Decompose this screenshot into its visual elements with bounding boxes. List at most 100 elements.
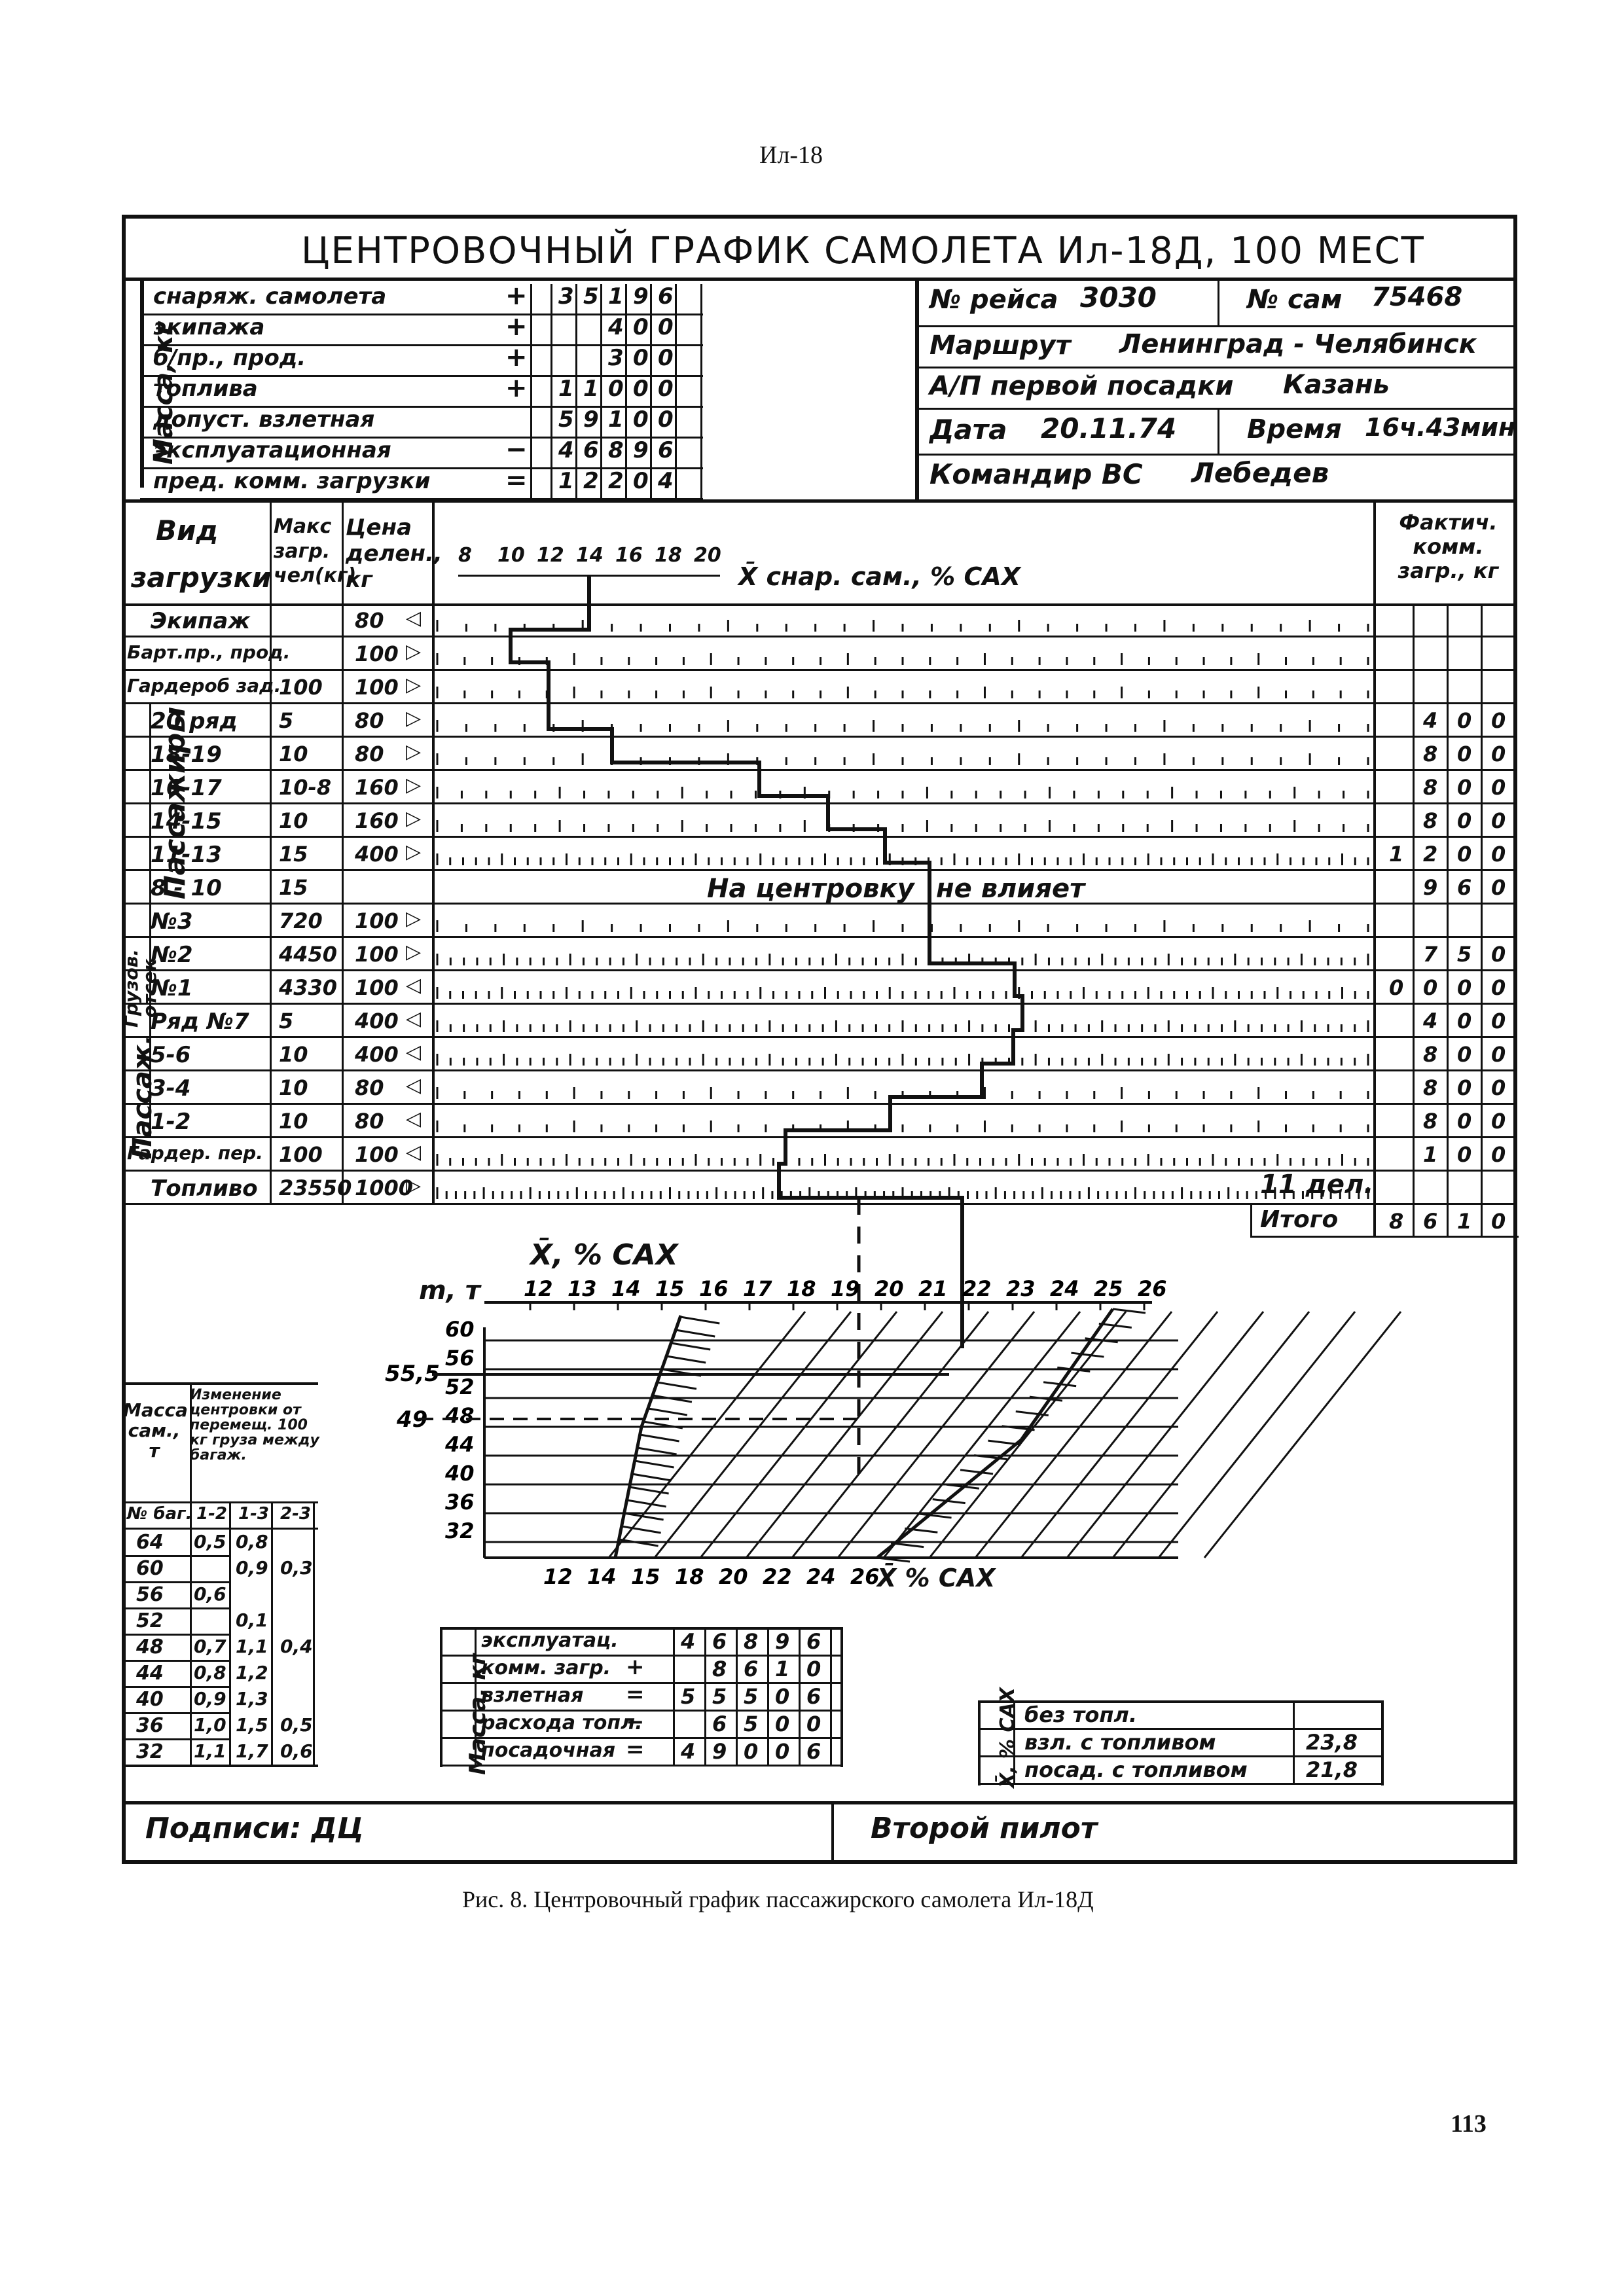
flight-vrule-2 — [1218, 408, 1219, 454]
summary-left-rule — [440, 1627, 442, 1767]
summary-row-digit: 9 — [775, 1629, 790, 1654]
load-row-rule — [122, 802, 1515, 804]
load-row-name: Ряд №7 — [151, 1009, 249, 1035]
mass-row-label: топлива — [153, 376, 258, 402]
cg-top-tick-label: 21 — [918, 1276, 948, 1301]
cg-hatch — [657, 1381, 697, 1390]
summary-row-digit: 0 — [775, 1684, 790, 1709]
load-row-division: 80 — [355, 742, 384, 766]
cg-hatch — [905, 1527, 938, 1534]
cgsum-row-value: 21,8 — [1306, 1757, 1358, 1782]
total-digit: 6 — [1423, 1209, 1438, 1234]
summary-row-sign: − — [626, 1709, 645, 1735]
flight-vrule-1 — [1218, 280, 1219, 326]
load-row-fact-digit: 8 — [1423, 1042, 1438, 1067]
summary-row-digit: 5 — [744, 1712, 759, 1736]
load-row-name: 11-13 — [151, 842, 222, 868]
cg-bottom-tick-label: 14 — [587, 1564, 617, 1589]
summary-digit-rule — [736, 1627, 738, 1765]
flight-number-value: 3030 — [1080, 281, 1157, 314]
load-row-fact-digit: 0 — [1491, 875, 1506, 900]
cg-hatch — [621, 1525, 661, 1534]
load-row-direction-arrow: ▷ — [406, 907, 422, 930]
load-row-fact-digit: 2 — [1423, 842, 1438, 867]
mass-digit: 0 — [633, 376, 649, 402]
time-value: 16ч.43мин — [1365, 413, 1516, 442]
summary-row-sign: = — [626, 1681, 645, 1708]
mass-digit: 1 — [608, 406, 624, 433]
load-row-fact-digit: 0 — [1491, 742, 1506, 766]
shift-subheader-no: № баг. — [127, 1504, 192, 1524]
shift-row-a: 0,5 — [194, 1531, 226, 1552]
cgsum-row-rule — [978, 1728, 1381, 1730]
load-row-fact-digit: 9 — [1423, 875, 1438, 900]
summary-row-sign: = — [626, 1736, 645, 1763]
cg-left-tick-label: 56 — [445, 1346, 475, 1371]
load-row-division: 400 — [355, 842, 399, 867]
header-load-type-1: Вид — [156, 514, 219, 547]
cg-bottom-tick-label: 20 — [719, 1564, 748, 1589]
load-row-division: 400 — [355, 1042, 399, 1067]
airport-label: А/П первой посадки — [929, 371, 1234, 401]
cg-top-tick-label: 23 — [1006, 1276, 1036, 1301]
load-row-fact-digit: 0 — [1491, 775, 1506, 800]
cg-hatch — [643, 1420, 683, 1429]
cg-top-tick-label: 18 — [787, 1276, 816, 1301]
shift-row-c: 0,5 — [280, 1714, 313, 1736]
shift-row-rule — [122, 1686, 230, 1688]
summary-row-digit: 0 — [775, 1712, 790, 1736]
scale-tick-label: 16 — [615, 544, 643, 567]
cg-top-tick-label: 24 — [1050, 1276, 1079, 1301]
lt-vrule-scale — [432, 503, 435, 1204]
scale-tick-label: 18 — [655, 544, 682, 567]
mass-row-rule — [140, 498, 703, 500]
scale-tick-label: 10 — [497, 544, 525, 567]
load-row-fact-digit: 0 — [1491, 808, 1506, 833]
load-row-max: 100 — [279, 1142, 323, 1167]
mass-digit: 2 — [583, 468, 599, 494]
mass-row-rule — [140, 314, 703, 315]
mass-row-label: снаряж. самолета — [153, 283, 387, 310]
load-row-max: 23550 — [279, 1175, 352, 1200]
cg-aft-limit — [876, 1308, 1115, 1559]
cg-bottom-axis-label: X̄ % САХ — [877, 1564, 996, 1592]
load-row-name: 1-2 — [151, 1109, 191, 1135]
summary-row-rule — [440, 1737, 840, 1739]
load-row-fact-digit: 1 — [1389, 842, 1404, 867]
shift-row-mass: 32 — [136, 1740, 164, 1763]
scale-tick-label: 20 — [694, 544, 721, 567]
shift-col-mass: Масса сам., т — [123, 1399, 188, 1462]
commander-value: Лебедев — [1191, 457, 1329, 489]
cg-top-tick-label: 17 — [743, 1276, 772, 1301]
summary-digit-rule — [830, 1627, 832, 1765]
shift-row-b: 0,8 — [236, 1531, 268, 1552]
shift-row-a: 0,6 — [194, 1583, 226, 1605]
load-row-name: №1 — [151, 975, 193, 1001]
shift-row-mass: 56 — [136, 1583, 164, 1606]
summary-row-digit: 8 — [712, 1657, 727, 1681]
load-row-fact-digit: 0 — [1457, 842, 1472, 867]
shift-row-a: 0,7 — [194, 1636, 226, 1657]
load-row-rule — [122, 736, 1515, 738]
cg-top-tick-label: 12 — [524, 1276, 553, 1301]
scale-tick-label: 14 — [576, 544, 604, 567]
load-row-max: 10 — [279, 808, 308, 833]
cg-left-tick-label: 48 — [444, 1403, 475, 1428]
cg-bottom-tick-label: 18 — [675, 1564, 704, 1589]
shift-row-b: 1,5 — [236, 1714, 268, 1736]
load-row-fact-digit: 0 — [1491, 1009, 1506, 1033]
header-fact: Фактич. комм. загр., кг — [1398, 510, 1499, 583]
summary-row-digit: 0 — [744, 1739, 759, 1764]
cg-bottom-tick-label: 15 — [631, 1564, 660, 1589]
load-row-name: 3-4 — [151, 1075, 191, 1102]
date-label: Дата — [929, 414, 1007, 446]
cg-left-mark-label: 55,5 — [385, 1361, 440, 1387]
load-row-rule — [122, 969, 1515, 971]
load-row-direction-arrow: ▷ — [406, 840, 422, 863]
cg-top-tick-label: 22 — [962, 1276, 992, 1301]
load-row-fact-digit: 4 — [1423, 708, 1438, 733]
mass-digit-rule — [625, 284, 627, 499]
shift-row-b: 1,1 — [236, 1636, 268, 1657]
load-row-division: 100 — [355, 908, 399, 933]
load-row-fact-digit: 0 — [1457, 1009, 1472, 1033]
